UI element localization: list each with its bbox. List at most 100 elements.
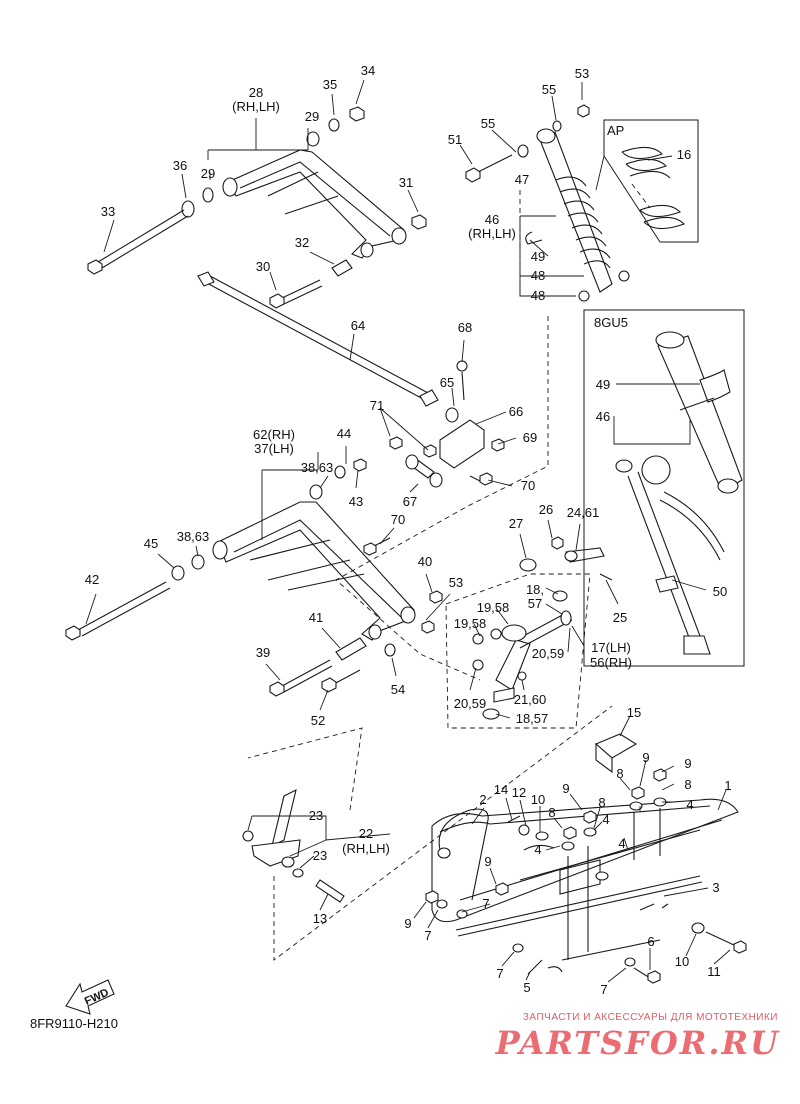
callout-1: 1 — [724, 778, 731, 793]
callout-41: 41 — [309, 610, 323, 625]
callout-37: 37(LH) — [254, 441, 294, 456]
callout-52: 52 — [311, 713, 325, 728]
callout-7d: 7 — [600, 982, 607, 997]
callout-27: 27 — [509, 516, 523, 531]
callout-39: 39 — [256, 645, 270, 660]
callout-33: 33 — [101, 204, 115, 219]
callout-57: 57 — [528, 596, 542, 611]
callout-53b: 53 — [449, 575, 463, 590]
fwd-arrow-icon: FWD — [65, 979, 115, 1015]
callout-8b: 8 — [684, 777, 691, 792]
callout-22: 22 — [359, 826, 373, 841]
callout-45: 45 — [144, 536, 158, 551]
callout-9a: 9 — [642, 750, 649, 765]
callout-9b: 9 — [684, 756, 691, 771]
callout-29b: 29 — [305, 109, 319, 124]
callout-46-sub: (RH,LH) — [468, 226, 516, 241]
callout-56: 56(RH) — [590, 655, 632, 670]
callout-48b: 48 — [531, 288, 545, 303]
callout-42: 42 — [85, 572, 99, 587]
spindle-detail — [445, 536, 613, 729]
callout-43: 43 — [349, 494, 363, 509]
callout-26: 26 — [539, 502, 553, 517]
ap-inset-label: AP — [607, 123, 624, 138]
callout-9e: 9 — [404, 916, 411, 931]
kingpin — [242, 705, 613, 961]
callout-16: 16 — [677, 147, 691, 162]
callout-38-63b: 38,63 — [177, 529, 210, 544]
callout-51: 51 — [448, 132, 462, 147]
callout-2: 2 — [479, 792, 486, 807]
callout-67: 67 — [403, 494, 417, 509]
diagram-code: 8FR9110-H210 — [30, 1016, 118, 1031]
callout-10a: 10 — [531, 792, 545, 807]
callout-4b: 4 — [602, 812, 609, 827]
callout-23a: 23 — [309, 808, 323, 823]
callout-25: 25 — [613, 610, 627, 625]
bracket-assembly — [389, 360, 505, 488]
callout-19-58b: 19,58 — [454, 616, 487, 631]
callout-46a: 46 — [485, 212, 499, 227]
callout-49b: 49 — [596, 377, 610, 392]
callout-6: 6 — [647, 934, 654, 949]
callout-70b: 70 — [521, 478, 535, 493]
callout-32: 32 — [295, 235, 309, 250]
callout-70a: 70 — [391, 512, 405, 527]
watermark-brand: PARTSFOR.RU — [495, 1024, 780, 1062]
callout-64: 64 — [351, 318, 365, 333]
callout-9c: 9 — [562, 781, 569, 796]
callout-47: 47 — [515, 172, 529, 187]
callout-29a: 29 — [201, 166, 215, 181]
callout-24-61: 24,61 — [567, 505, 600, 520]
callout-18-57b: 18,57 — [516, 711, 549, 726]
callout-11: 11 — [707, 964, 721, 979]
callout-30: 30 — [256, 259, 270, 274]
callout-65: 65 — [440, 375, 454, 390]
callout-71: 71 — [370, 398, 384, 413]
callout-labels: 28 (RH,LH) 29 29 35 34 36 31 33 32 30 53… — [85, 63, 732, 997]
callout-5: 5 — [523, 980, 530, 995]
callout-13: 13 — [313, 911, 327, 926]
callout-4c: 4 — [534, 842, 541, 857]
steering-rod — [197, 271, 439, 407]
upper-a-arm — [87, 106, 427, 309]
callout-20-59b: 20,59 — [454, 696, 487, 711]
callout-69: 69 — [523, 430, 537, 445]
callout-48a: 48 — [531, 268, 545, 283]
shock-absorber — [465, 104, 630, 302]
callout-54: 54 — [391, 682, 405, 697]
callout-28: 28 — [249, 85, 263, 100]
gas-shock-inset — [583, 309, 745, 667]
callout-12: 12 — [512, 785, 526, 800]
watermark-subtitle: ЗАПЧАСТИ И АКСЕССУАРЫ ДЛЯ МОТОТЕХНИКИ — [522, 1012, 778, 1023]
callout-36: 36 — [173, 158, 187, 173]
callout-46b: 46 — [596, 409, 610, 424]
leader-lines — [85, 79, 731, 983]
ap-inset — [595, 119, 699, 243]
callout-18-57a: 18, — [526, 582, 544, 597]
callout-4d: 4 — [618, 836, 625, 851]
callout-53a: 53 — [575, 66, 589, 81]
callout-14: 14 — [494, 782, 508, 797]
callout-34: 34 — [361, 63, 375, 78]
callout-19-58a: 19,58 — [477, 600, 510, 615]
callout-55b: 55 — [481, 116, 495, 131]
callout-68: 68 — [458, 320, 472, 335]
callout-8a: 8 — [616, 766, 623, 781]
callout-28-sub: (RH,LH) — [232, 99, 280, 114]
callout-7a: 7 — [482, 896, 489, 911]
callout-35: 35 — [323, 77, 337, 92]
callout-7c: 7 — [496, 966, 503, 981]
callout-8d: 8 — [598, 795, 605, 810]
callout-49a: 49 — [531, 249, 545, 264]
callout-7b: 7 — [424, 928, 431, 943]
callout-8c: 8 — [548, 805, 555, 820]
dashed-connectors — [335, 190, 549, 681]
callout-66: 66 — [509, 404, 523, 419]
callout-10b: 10 — [675, 954, 689, 969]
callout-40: 40 — [418, 554, 432, 569]
callout-50: 50 — [713, 584, 727, 599]
shock-inset-label: 8GU5 — [594, 315, 628, 330]
ski-assembly — [425, 733, 747, 984]
